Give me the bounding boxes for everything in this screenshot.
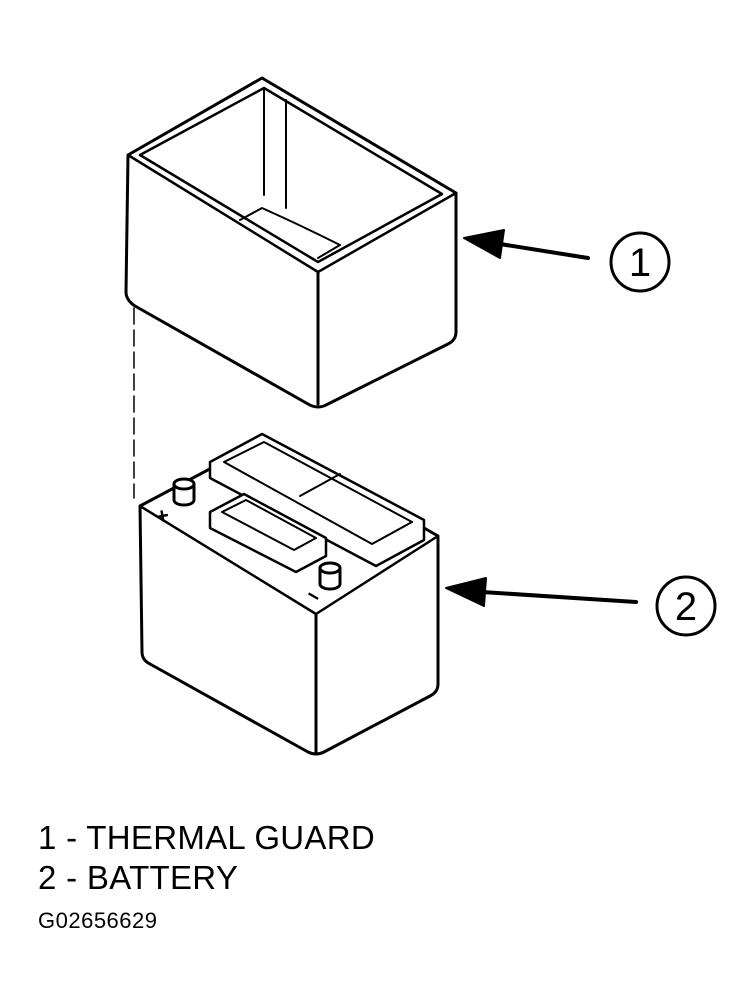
- battery-rear-cap-divider: [299, 473, 341, 497]
- positive-mark: +: [154, 502, 171, 529]
- legend-item: 1 - THERMAL GUARD: [38, 818, 375, 858]
- callout-2-arrow-line: [480, 590, 638, 604]
- callout-1-number: 1: [629, 241, 651, 285]
- negative-terminal: [318, 561, 342, 591]
- callout-2-number: 2: [675, 585, 697, 629]
- thermal-guard-rim-edge: [126, 153, 458, 274]
- callout-1-arrow-line: [498, 242, 590, 260]
- legend-item-separator: -: [56, 819, 87, 856]
- legend-item-label: THERMAL GUARD: [86, 819, 375, 856]
- battery-top-edge: [138, 504, 440, 616]
- callout-1: 1: [463, 229, 671, 293]
- thermal-guard-inner-rim: [138, 86, 444, 264]
- callout-1-circle: [609, 231, 671, 293]
- legend-item-separator: -: [56, 859, 87, 896]
- thermal-guard: [124, 76, 458, 409]
- battery: + −: [138, 432, 440, 756]
- legend-item-label: BATTERY: [86, 859, 239, 896]
- battery-rear-cap-inner: [223, 441, 413, 545]
- callout-1-arrowhead: [463, 229, 505, 259]
- callout-2-circle: [655, 575, 717, 637]
- thermal-guard-outline: [124, 76, 458, 409]
- battery-rear-cap: [208, 432, 426, 568]
- callout-2: 2: [445, 575, 717, 637]
- legend-item-number: 1: [38, 819, 57, 856]
- thermal-guard-inner-floor: [239, 207, 341, 259]
- callout-2-arrowhead: [445, 577, 487, 607]
- legend-item-number: 2: [38, 859, 57, 896]
- positive-terminal: [172, 477, 196, 507]
- battery-front-cap-inner: [221, 499, 317, 551]
- exploded-view-diagram: + − 1 2: [124, 76, 717, 756]
- battery-front-cap: [208, 492, 328, 574]
- figure-id: G02656629: [38, 908, 158, 933]
- legend-item: 2 - BATTERY: [38, 858, 375, 898]
- legend: 1 - THERMAL GUARD 2 - BATTERY: [38, 818, 375, 898]
